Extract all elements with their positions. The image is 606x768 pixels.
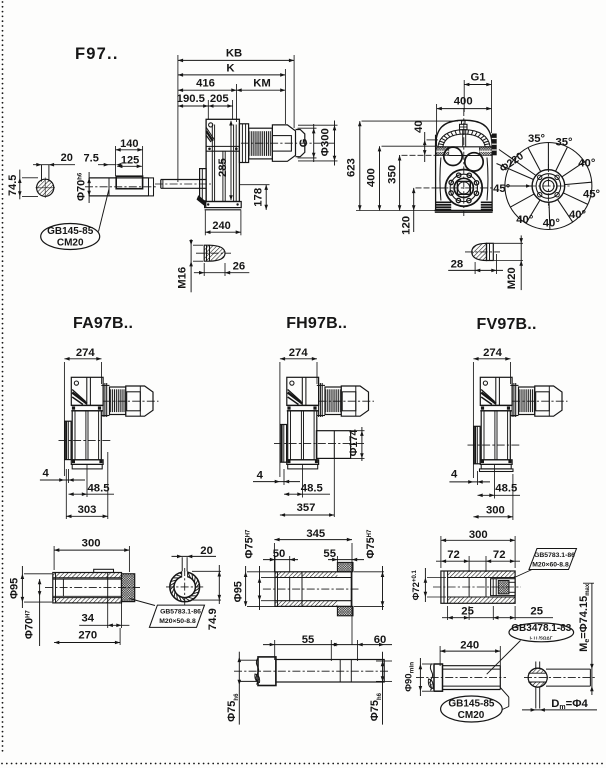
svg-text:M20×50-8.8: M20×50-8.8 xyxy=(159,618,196,625)
svg-text:CM20: CM20 xyxy=(458,710,485,721)
svg-text:274: 274 xyxy=(483,347,503,359)
svg-text:4: 4 xyxy=(257,469,264,481)
svg-text:4: 4 xyxy=(451,468,458,480)
svg-text:FA97B..: FA97B.. xyxy=(73,315,133,332)
svg-text:FH97B..: FH97B.. xyxy=(286,315,347,332)
svg-text:285: 285 xyxy=(217,158,229,177)
svg-text:40°: 40° xyxy=(569,209,587,221)
svg-text:205: 205 xyxy=(210,93,229,105)
svg-text:Me=Φ74.15max: Me=Φ74.15max xyxy=(578,583,591,652)
svg-text:K: K xyxy=(226,63,235,75)
svg-text:28: 28 xyxy=(451,259,464,271)
svg-text:72: 72 xyxy=(447,549,460,561)
svg-text:CM20: CM20 xyxy=(57,238,84,249)
svg-text:50: 50 xyxy=(273,548,286,560)
svg-text:74.5: 74.5 xyxy=(7,175,19,196)
svg-text:Φ95: Φ95 xyxy=(232,581,244,602)
svg-text:45°: 45° xyxy=(583,189,601,201)
svg-text:623: 623 xyxy=(345,158,357,177)
svg-text:140: 140 xyxy=(120,138,138,150)
svg-text:GB145-85: GB145-85 xyxy=(448,699,495,710)
svg-text:40: 40 xyxy=(413,120,425,133)
svg-text:4: 4 xyxy=(43,468,50,480)
svg-text:300: 300 xyxy=(82,538,101,550)
svg-text:Φ300: Φ300 xyxy=(319,128,331,156)
svg-text:400: 400 xyxy=(454,96,473,108)
svg-text:G: G xyxy=(298,138,310,147)
svg-text:357: 357 xyxy=(297,502,316,514)
svg-text:25: 25 xyxy=(461,606,474,618)
svg-text:34: 34 xyxy=(82,612,95,624)
svg-text:KB: KB xyxy=(226,47,242,59)
svg-text:GB5783.1-86: GB5783.1-86 xyxy=(160,609,201,616)
svg-text:400: 400 xyxy=(365,168,377,187)
svg-text:25: 25 xyxy=(530,606,543,618)
svg-text:40°: 40° xyxy=(543,218,561,230)
svg-text:274: 274 xyxy=(76,347,96,359)
svg-text:48.5: 48.5 xyxy=(301,483,323,495)
svg-text:7.5: 7.5 xyxy=(84,153,99,165)
svg-text:20: 20 xyxy=(61,152,73,164)
svg-text:72: 72 xyxy=(493,549,506,561)
svg-text:55: 55 xyxy=(323,548,336,560)
svg-text:416: 416 xyxy=(196,78,215,90)
svg-text:M20: M20 xyxy=(506,267,518,289)
svg-text:40°: 40° xyxy=(516,214,534,226)
svg-text:35°: 35° xyxy=(528,133,546,145)
svg-text:Φ174: Φ174 xyxy=(348,429,360,456)
svg-text:M20×60-8.8: M20×60-8.8 xyxy=(532,562,569,569)
svg-text:300: 300 xyxy=(469,529,488,541)
svg-text:Dm=Φ4: Dm=Φ4 xyxy=(551,698,588,711)
svg-text:FV97B..: FV97B.. xyxy=(477,316,537,333)
svg-text:Φ95: Φ95 xyxy=(8,578,20,599)
svg-text:55: 55 xyxy=(302,634,315,646)
svg-text:GB5783.1-86: GB5783.1-86 xyxy=(534,552,575,559)
svg-text:178: 178 xyxy=(253,188,265,207)
svg-text:I- I I /SΩΔΓ: I- I I /SΩΔΓ xyxy=(530,636,553,641)
svg-text:G1: G1 xyxy=(470,71,485,83)
svg-text:F97..: F97.. xyxy=(75,45,119,63)
svg-text:KM: KM xyxy=(253,78,271,90)
svg-text:74.9: 74.9 xyxy=(207,608,219,630)
svg-text:45°: 45° xyxy=(493,183,511,195)
svg-text:40°: 40° xyxy=(578,158,596,170)
svg-text:303: 303 xyxy=(78,504,97,516)
svg-text:125: 125 xyxy=(121,155,139,167)
svg-text:GB145-85: GB145-85 xyxy=(47,226,94,237)
svg-text:240: 240 xyxy=(212,220,230,232)
svg-text:274: 274 xyxy=(289,347,309,359)
svg-text:35°: 35° xyxy=(555,137,573,149)
svg-text:350: 350 xyxy=(386,165,398,184)
svg-text:240: 240 xyxy=(460,640,479,652)
svg-text:190.5: 190.5 xyxy=(177,93,205,105)
svg-text:20: 20 xyxy=(200,545,213,557)
svg-text:26: 26 xyxy=(233,260,246,272)
svg-text:300: 300 xyxy=(486,504,505,516)
svg-text:270: 270 xyxy=(78,630,97,642)
svg-text:60: 60 xyxy=(374,634,387,646)
svg-text:345: 345 xyxy=(306,528,325,540)
svg-text:48.5: 48.5 xyxy=(495,483,517,495)
svg-text:Φ72+0.1: Φ72+0.1 xyxy=(411,570,422,601)
svg-text:GB3478.1-83: GB3478.1-83 xyxy=(511,623,571,634)
svg-text:48.5: 48.5 xyxy=(88,483,110,495)
svg-text:120: 120 xyxy=(401,216,413,235)
svg-text:M16: M16 xyxy=(177,267,189,289)
